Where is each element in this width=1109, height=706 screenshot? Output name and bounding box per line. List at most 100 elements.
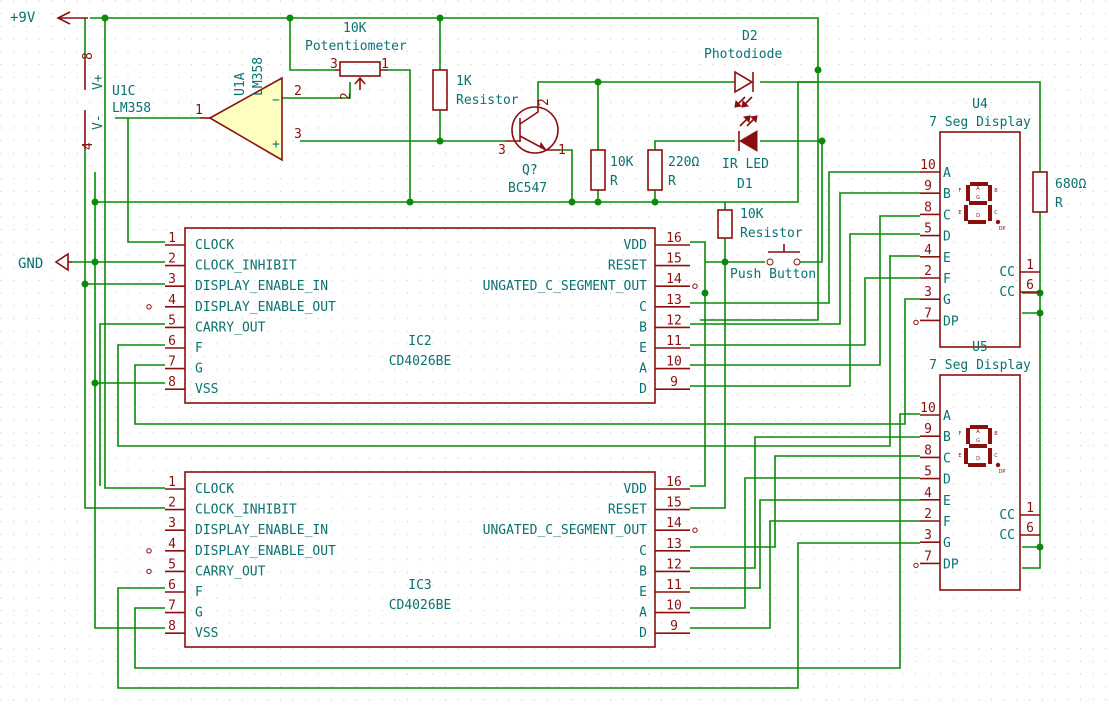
pot-line1: 10K [343,21,367,36]
u5-pin-name: C [943,451,951,466]
ic3-pin-name: RESET [608,503,647,518]
u5-pin-num: 6 [1026,521,1034,536]
ic2-pin-name: UNGATED_C_SEGMENT_OUT [483,279,648,294]
u5-pin-name: E [943,494,951,509]
u1a-plus-sign: + [272,137,280,152]
u1c-pin8: 8 [81,52,96,60]
u5-body [939,374,1021,591]
r1k-line1: 1K [456,74,472,89]
ic2-pin-num: 16 [666,231,682,246]
u4-glyph-segment [970,182,988,186]
ic2-nc-mark [692,283,698,289]
u4-glyph-segment [968,220,986,224]
ic3-pin-num: 12 [666,557,682,572]
ic2-pin-num: 11 [666,334,682,349]
ic3-pin-num: 8 [168,619,176,634]
ic3-pin-num: 3 [168,516,176,531]
u4-pin-num: 3 [924,285,932,300]
ic2-pin-name: B [639,320,647,335]
u5-glyph-segment [964,448,968,464]
ic3-pin-name: VDD [624,482,648,497]
u4-pin-name: D [943,230,951,245]
u5-glyph-label: F [959,431,962,437]
u1a-value: LM358 [251,57,266,96]
u4-glyph-label: D [976,213,980,219]
r10k-reset-line1: 10K [740,207,764,222]
u4-glyph-segment [964,205,968,221]
ic3-pin-name: CLOCK [195,482,234,497]
ic2-pin-num: 6 [168,334,176,349]
u4-pin-name: DP [943,314,959,329]
gnd-symbol: GND [18,252,72,272]
r680-line2: R [1055,196,1063,211]
u5-pin-num: 4 [924,486,932,501]
u5-pin-name: B [943,430,951,445]
u5-pin-name: A [943,409,951,424]
u5-glyph-dp [995,462,1001,468]
q-value: BC547 [508,181,547,196]
u4-glyph-label: G [976,195,980,201]
ic3-pin-name: C [639,544,647,559]
u1c-pin4: 4 [81,142,96,150]
r680-line1: 680Ω [1055,177,1086,192]
u5-glyph-label: E [958,453,961,459]
ic2-pin-name: C [639,300,647,315]
u4-pin-num: 8 [924,200,932,215]
u5-ref: U5 [972,340,988,355]
ic3-nc-mark [146,568,152,575]
ic3-pin-name: B [639,564,647,579]
u5-glyph-segment [988,448,992,464]
u1a-minus-sign: − [272,93,280,108]
u1a-ref: U1A [233,72,248,96]
ic3-nc-mark [146,548,152,554]
u5-pin-name: G [943,536,951,551]
u5-glyph-segment [969,444,987,448]
ic3-pin-name: DISPLAY_ENABLE_IN [195,523,328,538]
ic3-pin-num: 9 [670,619,678,634]
ic3-pin-name: DISPLAY_ENABLE_OUT [195,544,336,559]
ic3-pin-num: 16 [666,475,682,490]
r1k-line2: Resistor [456,93,519,108]
ic3-pin-name: A [639,606,647,621]
push-button: Push Button [730,244,816,282]
u5-glyph-label: A [976,429,980,435]
pot-line2: Potentiometer [305,39,407,54]
u4-glyph-dp [995,219,1001,225]
u1a-pin1: 1 [195,103,203,118]
u5-pin-num: 3 [924,528,932,543]
u5-pin-name: DP [943,557,959,572]
u1c-vplus: V+ [91,74,106,90]
u4-glyph-label: DP [999,226,1006,232]
r10k-line1: 10K [610,155,634,170]
ic2-pin-num: 2 [168,252,176,267]
ic3-pin-num: 13 [666,537,682,552]
ic3-nc-mark [692,527,698,533]
u4-pin-num: 5 [924,222,932,237]
vcc-symbol: +9V [10,10,88,26]
ic3-pin-name: CLOCK_INHIBIT [195,503,297,518]
ic2-pin-num: 4 [168,293,176,308]
u5-glyph-label: C [994,453,998,459]
ic2-pin-name: E [639,341,647,356]
ic2-value: CD4026BE [389,354,452,369]
ic2-pin-name: RESET [608,259,647,274]
u1c-ref: U1C [112,84,135,99]
opamp-u1a: 1 2 3 − + U1A LM358 [195,57,302,162]
r10k-reset-line2: Resistor [740,226,803,241]
pot-pin2: 2 [339,92,354,100]
u5-pin-name: D [943,473,951,488]
u4-glyph-segment [988,205,992,221]
ic2-pin-name: CLOCK_INHIBIT [195,259,297,274]
u4-pin-name: CC [999,285,1015,300]
resistor-10k: 10K R [590,149,634,191]
ic3-pin-num: 7 [168,599,176,614]
u5-pin-num: 9 [924,422,932,437]
u5-glyph-label: B [994,431,998,437]
u1a-pin3: 3 [294,127,302,142]
u4-pin-num: 9 [924,179,932,194]
ic3-value: CD4026BE [389,598,452,613]
u5-glyph-segment [966,428,970,444]
